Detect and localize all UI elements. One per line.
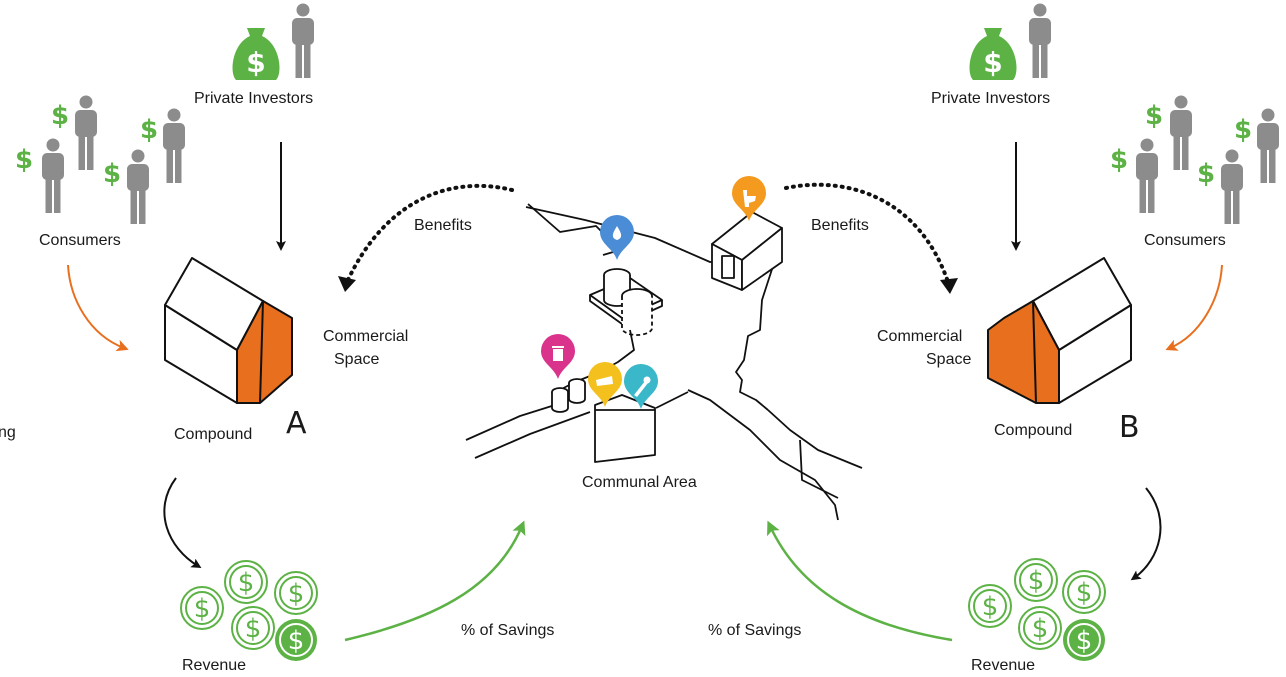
dollar-sign-icon — [1196, 159, 1216, 189]
left-space-label: Space — [334, 351, 380, 368]
dollar-sign-icon — [1109, 145, 1129, 175]
money-bag-icon — [232, 28, 280, 80]
left-compound-label: Compound — [174, 426, 253, 443]
left-revenue-label: Revenue — [182, 657, 247, 674]
left-private-investors-label: Private Investors — [194, 90, 314, 107]
dollar-coin-icon — [224, 560, 268, 604]
benefits-arrow-right — [784, 182, 950, 284]
person-icon — [1257, 108, 1279, 183]
dollar-coin-icon — [1018, 606, 1062, 650]
right-compound-letter: B — [1119, 410, 1140, 445]
savings-arrow-right — [767, 520, 953, 642]
right-savings-label: % of Savings — [708, 622, 802, 639]
dollar-sign-icon — [50, 101, 70, 131]
left-revenue-coins — [180, 560, 318, 662]
dollar-sign-icon — [1233, 115, 1253, 145]
dollar-coin-icon — [274, 571, 318, 615]
right-revenue-coins — [968, 558, 1106, 662]
left-savings-label: % of Savings — [461, 622, 555, 639]
communal-area-label: Communal Area — [582, 474, 697, 491]
dollar-coin-icon — [274, 618, 318, 662]
consumer-arrow-right — [1165, 264, 1223, 351]
compound-a-house-icon — [164, 257, 293, 404]
dollar-sign-icon — [139, 115, 159, 145]
dollar-sign-icon — [14, 145, 34, 175]
dollar-coin-icon — [180, 586, 224, 630]
right-consumers-group — [1109, 95, 1279, 224]
left-consumers-label: Consumers — [39, 232, 121, 249]
water-pin-icon — [600, 215, 634, 260]
tools-pin-icon — [624, 364, 658, 409]
right-consumers-label: Consumers — [1144, 232, 1226, 249]
dollar-coin-icon — [1014, 558, 1058, 602]
person-icon — [75, 95, 97, 170]
dollar-coin-icon — [231, 606, 275, 650]
left-investors-group — [232, 3, 314, 80]
right-private-investors-label: Private Investors — [931, 90, 1051, 107]
right-benefits-label: Benefits — [811, 217, 869, 234]
person-icon — [1221, 149, 1243, 224]
dollar-sign-icon — [102, 159, 122, 189]
benefits-arrow-left — [345, 183, 514, 284]
revenue-arrow-right — [1130, 487, 1162, 581]
person-icon — [163, 108, 185, 183]
left-cut-label: ng — [0, 424, 16, 441]
left-consumers-group — [14, 95, 185, 224]
person-icon — [1136, 138, 1158, 213]
savings-arrow-left — [344, 520, 526, 642]
person-icon — [1029, 3, 1051, 78]
waste-pin-icon — [541, 334, 575, 379]
person-icon — [127, 149, 149, 224]
toilet-pin-icon — [732, 176, 766, 221]
compound-b-house-icon — [987, 257, 1132, 404]
communal-area-drawing — [465, 203, 863, 521]
right-compound-label: Compound — [994, 422, 1073, 439]
person-icon — [42, 138, 64, 213]
left-compound-letter: A — [286, 406, 307, 441]
left-benefits-label: Benefits — [414, 217, 472, 234]
right-revenue-label: Revenue — [971, 657, 1036, 674]
money-bag-icon — [969, 28, 1017, 80]
consumer-arrow-left — [67, 264, 129, 352]
left-commercial-label: Commercial — [323, 328, 409, 345]
dollar-sign-icon — [1144, 101, 1164, 131]
right-investors-group — [969, 3, 1051, 80]
dollar-coin-icon — [1062, 618, 1106, 662]
revenue-arrow-left — [163, 477, 202, 569]
person-icon — [1170, 95, 1192, 170]
right-commercial-label: Commercial — [877, 328, 963, 345]
shower-pin-icon — [588, 362, 622, 407]
person-icon — [292, 3, 314, 78]
right-space-label: Space — [926, 351, 972, 368]
dollar-coin-icon — [968, 584, 1012, 628]
dollar-coin-icon — [1062, 570, 1106, 614]
